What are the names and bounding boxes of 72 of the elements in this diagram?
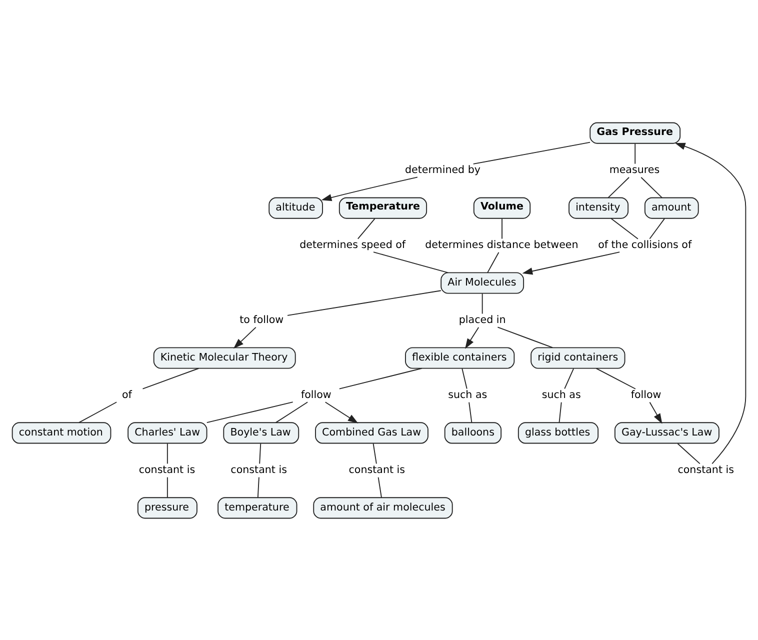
- node-box: Gay-Lussac's Law: [614, 422, 720, 444]
- node-text: determines distance between: [425, 238, 578, 251]
- arrow: [324, 401, 358, 423]
- node-box: glass bottles: [518, 422, 599, 444]
- connector: [596, 368, 636, 389]
- node-text: constant is: [678, 464, 734, 476]
- node-box: Charles' Law: [128, 422, 208, 444]
- node-box: flexible containers: [405, 346, 515, 368]
- node-text: to follow: [240, 314, 284, 326]
- node-box: constant motion: [12, 422, 112, 444]
- connector: [275, 401, 308, 423]
- node-text: measures: [609, 164, 660, 176]
- connector: [259, 442, 262, 464]
- node-text: of the collisions of: [598, 238, 692, 251]
- node-box: balloons: [444, 422, 502, 444]
- connector: [649, 218, 665, 239]
- connector: [372, 442, 377, 464]
- node-box: temperature: [218, 496, 298, 518]
- connector: [462, 368, 468, 389]
- node-text: placed in: [458, 314, 506, 326]
- connector: [338, 367, 422, 389]
- arrow: [522, 251, 620, 274]
- connector: [610, 218, 638, 239]
- node-box: Boyle's Law: [223, 422, 300, 444]
- arrow: [321, 176, 418, 201]
- connector: [166, 476, 168, 498]
- connector: [78, 401, 118, 423]
- connector: [564, 368, 574, 389]
- arrow: [465, 326, 480, 348]
- node-text: constant is: [138, 464, 196, 476]
- node-box: Kinetic Molecular Theory: [153, 346, 296, 368]
- connector: [608, 176, 630, 198]
- arrow: [649, 401, 662, 424]
- arrow: [233, 326, 256, 348]
- arrow: [674, 142, 746, 464]
- connector: [468, 401, 472, 423]
- node-text: constant is: [348, 464, 406, 476]
- connector: [373, 251, 449, 273]
- node-text: determines speed of: [300, 238, 406, 251]
- node-text: such as: [448, 388, 488, 401]
- connector: [634, 142, 636, 164]
- connector: [482, 292, 483, 314]
- node-box: rigid containers: [530, 346, 626, 368]
- node-box: intensity: [568, 196, 629, 218]
- connector: [378, 476, 382, 498]
- connector: [558, 401, 562, 423]
- connector: [257, 476, 260, 498]
- node-text: follow: [300, 388, 332, 401]
- connector: [677, 442, 700, 464]
- connector: [142, 367, 200, 389]
- node-box: Air Molecules: [440, 272, 524, 294]
- node-box: amount: [644, 196, 699, 218]
- node-text: follow: [630, 388, 662, 401]
- connector: [287, 290, 442, 316]
- connector: [206, 401, 294, 423]
- node-text: determined by: [405, 164, 481, 176]
- node-text: constant is: [230, 464, 287, 476]
- node-text: of: [122, 388, 132, 401]
- node-box: altitude: [268, 196, 323, 218]
- node-box: amount of air molecules: [313, 496, 453, 518]
- node-box: pressure: [137, 496, 198, 518]
- connector: [357, 218, 376, 239]
- connector: [472, 141, 591, 164]
- connector: [166, 442, 168, 464]
- node-box: Gas Pressure: [590, 122, 681, 144]
- node-box: Combined Gas Law: [315, 422, 428, 444]
- connector: [640, 176, 662, 198]
- connector: [497, 326, 553, 348]
- connector: [487, 251, 500, 273]
- node-text: such as: [542, 388, 581, 401]
- node-box: Volume: [473, 196, 531, 218]
- node-box: Temperature: [338, 196, 428, 218]
